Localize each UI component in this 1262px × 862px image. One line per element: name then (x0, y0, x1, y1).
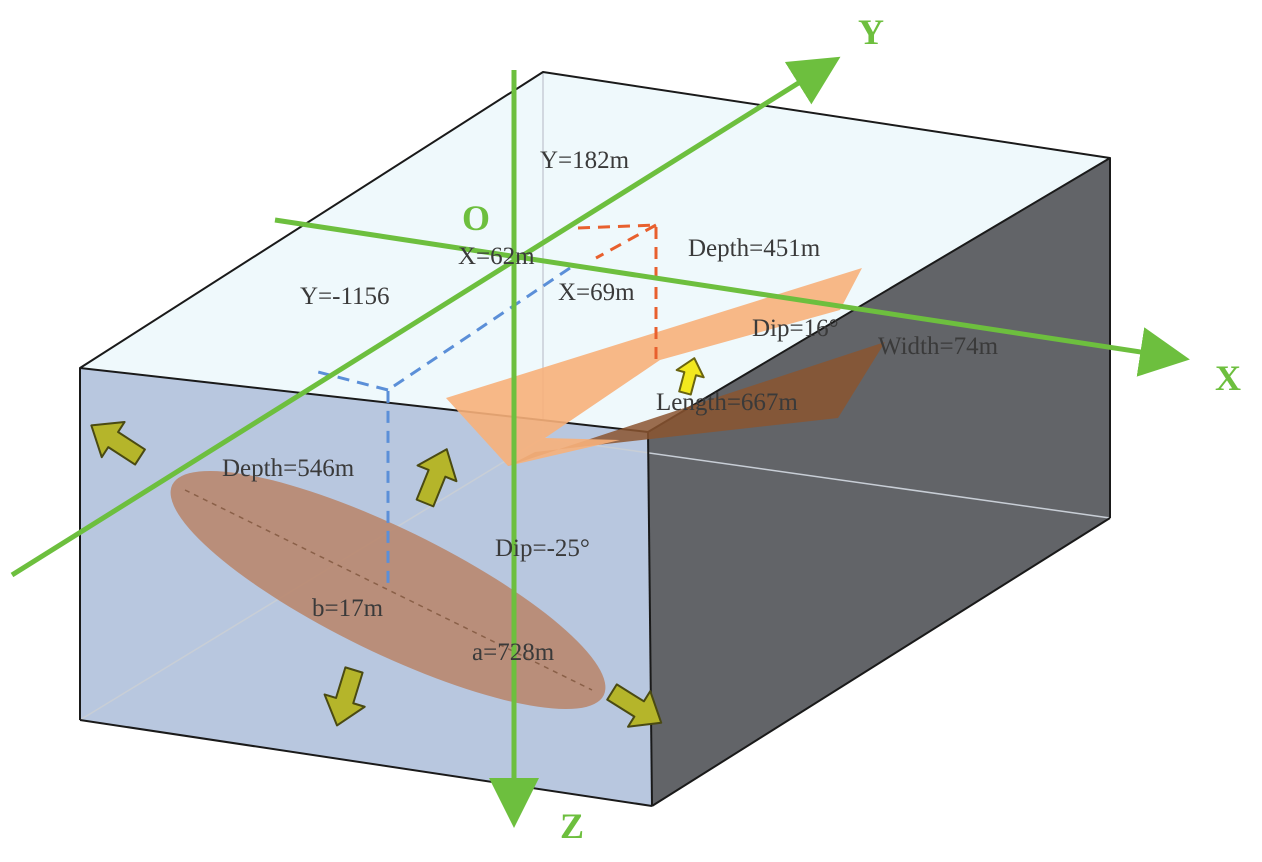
displacement-arrows (90, 420, 663, 728)
arrow-down-right-icon (606, 683, 663, 728)
y-axis (10, 56, 841, 578)
origin-label: O (462, 198, 490, 238)
block-edges (79, 71, 1111, 807)
ellipsoid-source (170, 470, 606, 710)
arrow-up-right-icon (415, 448, 458, 508)
fault-depth-label: Depth=451m (688, 235, 821, 262)
fault-plane-shadow (508, 342, 885, 466)
ellipsoid-dip-label: Dip=-25° (495, 535, 590, 562)
y-max-label: Y=182m (540, 147, 630, 174)
z-axis-label: Z (560, 806, 584, 846)
fault-uplift-arrow-icon (675, 357, 705, 396)
coordinate-axes (10, 56, 1190, 828)
fault-length-label: Length=667m (656, 389, 798, 416)
fault-width-label: Width=74m (878, 333, 999, 360)
ellipsoid-b-label: b=17m (312, 595, 384, 622)
arrow-down-left-icon (323, 666, 366, 727)
x-axis-label: X (1215, 358, 1241, 398)
fault-dip-label: Dip=16° (752, 315, 839, 342)
x-left-label: X=62m (458, 243, 535, 270)
x-right-label: X=69m (558, 279, 635, 306)
ellipsoid-depth-label: Depth=546m (222, 455, 355, 482)
fault-plane (446, 268, 862, 466)
x-axis (274, 217, 1190, 377)
projection-lines-red (577, 223, 658, 366)
y-axis-label: Y (858, 12, 884, 52)
arrow-upper-left-icon (90, 420, 146, 466)
block-side-face (648, 158, 1110, 806)
block-top-face (80, 72, 1110, 432)
ellipsoid-a-label: a=728m (472, 639, 555, 666)
y-min-label: Y=-1156 (300, 283, 390, 310)
